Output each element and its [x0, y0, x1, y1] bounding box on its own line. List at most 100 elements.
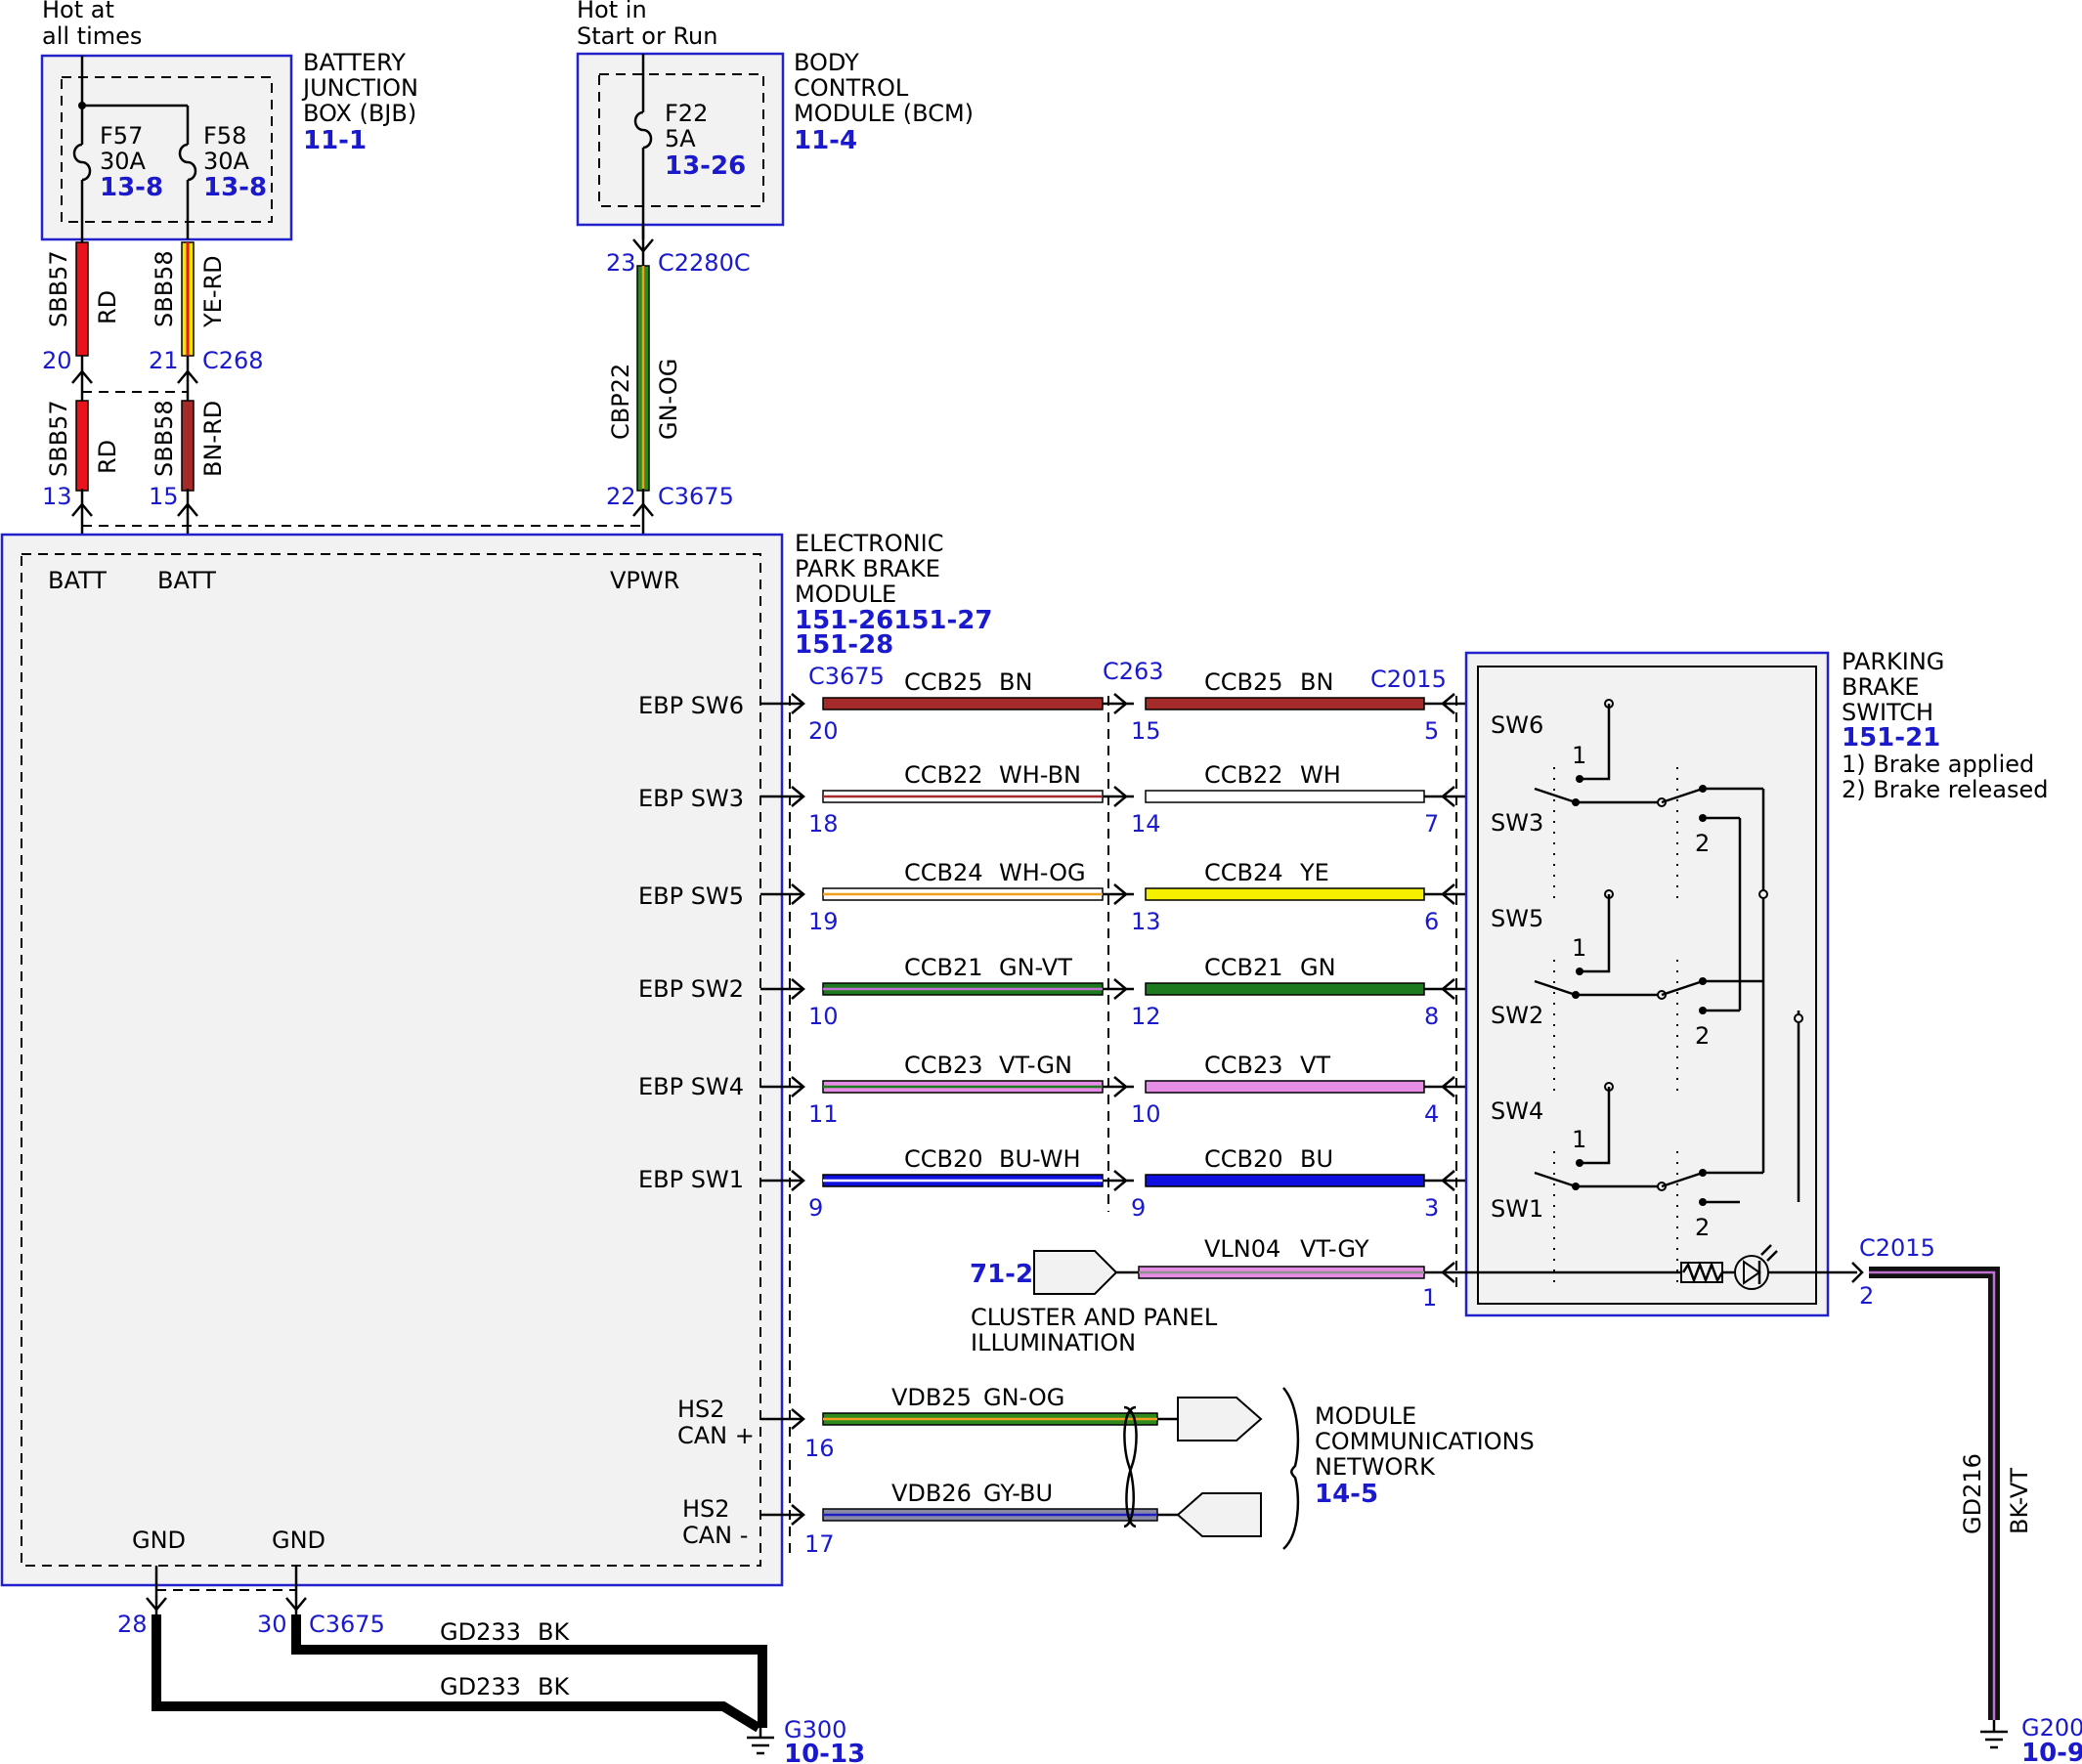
wire-sbb58-upper-circuit: SBB58	[151, 250, 178, 327]
module-pin15: 15	[149, 483, 179, 510]
pbs-ref[interactable]: 151-21	[1842, 723, 1940, 753]
pbs-pos2-label-0: 2	[1695, 830, 1710, 857]
c268-name[interactable]: C268	[202, 347, 264, 374]
can-pin17: 17	[804, 1530, 835, 1558]
fuse-f58-icon	[178, 143, 197, 182]
body-control-module: F22 5A 13-26 BODY CONTROL MODULE (BCM) 1…	[576, 49, 974, 239]
row-3-pin-c263: 12	[1131, 1003, 1161, 1030]
epbm-batt-2: BATT	[157, 567, 216, 594]
row-4-pin-module: 11	[808, 1100, 839, 1128]
epbm-ref-1[interactable]: 151-26151-27	[795, 606, 993, 635]
c3675-name-top[interactable]: C3675	[658, 483, 734, 510]
switch-node	[1794, 1013, 1803, 1023]
row-2-pin-arrow-right	[1441, 883, 1455, 905]
illum-connector-icon	[1033, 1250, 1118, 1295]
pbs-blade-right-1	[1661, 979, 1704, 997]
hot-in-start-run-label-2: Start or Run	[577, 22, 717, 50]
row-2-pin-arrow-mid	[1113, 883, 1128, 905]
row-2-pin-c263: 13	[1131, 908, 1161, 935]
connector-c2015-label[interactable]: C2015	[1370, 666, 1447, 693]
bjb-dashed-outline	[61, 76, 273, 223]
row-1-pin-c2015: 7	[1424, 810, 1439, 838]
connector-c3675-label[interactable]: C3675	[808, 663, 885, 690]
fuse-f58-rating: 30A	[203, 148, 250, 175]
epbm-can-lo-2: CAN -	[682, 1522, 748, 1549]
bjb-title-3: BOX (BJB)	[303, 100, 416, 127]
can-network-3: NETWORK	[1315, 1453, 1436, 1481]
fuse-f57-ref[interactable]: 13-8	[100, 173, 163, 202]
can-network: VDB25 GN-OG 16 VDB26 GY-BU 17 MODULE COM…	[760, 1384, 1535, 1558]
ground-g300-label[interactable]: G300	[784, 1716, 846, 1743]
wire-ccb24-right[interactable]	[1145, 887, 1425, 901]
row-5-pin-arrow-right	[1441, 1170, 1455, 1191]
wire-sbb58-lower-color: BN-RD	[199, 401, 227, 477]
bcm-ref[interactable]: 11-4	[794, 126, 857, 155]
wire-ccb25-left[interactable]	[822, 697, 1104, 710]
pbs-pos1-link-2	[1580, 1087, 1611, 1165]
row-4-left-color: VT-GN	[999, 1052, 1072, 1079]
epbm-ground-connector[interactable]: C3675	[309, 1611, 385, 1638]
row-5-left-color: BU-WH	[999, 1145, 1081, 1173]
fuse-f22-icon	[633, 110, 653, 150]
pbs-title-2: BRAKE	[1842, 673, 1920, 701]
wire-sbb57-lower[interactable]	[75, 400, 89, 492]
hot-at-all-times-label-2: all times	[42, 22, 142, 50]
wire-gd233-a[interactable]	[291, 1614, 767, 1728]
electronic-park-brake-module: BATT BATT VPWR ELECTRONIC PARK BRAKE MOD…	[0, 530, 993, 1587]
epbm-vpwr: VPWR	[610, 567, 679, 594]
row-3-left-circuit: CCB21	[904, 954, 983, 981]
row-5-pin-arrow-left	[791, 1170, 805, 1191]
epbm-gnd-1: GND	[132, 1527, 186, 1554]
illum-ref[interactable]: 71-2	[970, 1260, 1033, 1289]
can-network-ref[interactable]: 14-5	[1315, 1480, 1378, 1509]
row-4-right-color: VT	[1300, 1052, 1330, 1079]
pbs-ground-connector[interactable]: C2015	[1859, 1234, 1935, 1262]
fuse-f22-ref[interactable]: 13-26	[665, 151, 746, 181]
fuse-f58-ref[interactable]: 13-8	[203, 173, 267, 202]
row-0-left-circuit: CCB25	[904, 668, 983, 696]
pbs-title-1: PARKING	[1842, 648, 1944, 675]
row-0-right-color: BN	[1300, 668, 1333, 696]
illum-pin: 1	[1422, 1284, 1437, 1312]
row-2-pin-module: 19	[808, 908, 839, 935]
epbm-ref-2[interactable]: 151-28	[795, 630, 893, 660]
wire-ccb25-right[interactable]	[1145, 697, 1425, 710]
row-4-pin-arrow-right	[1441, 1076, 1455, 1097]
pbs-ground-pin: 2	[1859, 1282, 1874, 1310]
illum-label-2: ILLUMINATION	[971, 1329, 1136, 1356]
pbs-pos1-label-1: 1	[1572, 934, 1586, 962]
fuse-f57-rating: 30A	[100, 148, 147, 175]
network-brace	[1282, 1387, 1300, 1550]
row-0-pin-arrow-mid	[1113, 693, 1128, 714]
wire-sbb57-upper[interactable]	[75, 241, 89, 357]
epbm-ground-pin28: 28	[117, 1611, 148, 1638]
pbs-blade-right-0	[1661, 787, 1704, 804]
bjb-ref[interactable]: 11-1	[303, 126, 367, 155]
wire-ccb22-right[interactable]	[1145, 790, 1425, 803]
wire-ccb21-right[interactable]	[1145, 982, 1425, 996]
switch-node	[1758, 889, 1768, 899]
row-5-pin-c2015: 3	[1424, 1194, 1439, 1222]
wire-gd233-b[interactable]	[152, 1614, 761, 1733]
row-1-right-circuit: CCB22	[1204, 761, 1283, 789]
wire-ccb20-right[interactable]	[1145, 1174, 1425, 1187]
ground-g200-label[interactable]: G200	[2021, 1714, 2082, 1742]
wire-gd233-b-circuit: GD233	[440, 1673, 521, 1700]
row-2-pin-c2015: 6	[1424, 908, 1439, 935]
row-1-pin-arrow-mid	[1113, 786, 1128, 807]
switch-contact	[1576, 1159, 1583, 1167]
connector-c263-label[interactable]: C263	[1103, 658, 1164, 685]
pbs-pos1-label-2: 1	[1572, 1126, 1586, 1153]
hot-in-start-run-label-1: Hot in	[577, 0, 647, 23]
ground-g200-ref[interactable]: 10-9	[2021, 1739, 2082, 1764]
wire-ccb23-right[interactable]	[1145, 1080, 1425, 1094]
switch-contact	[1576, 968, 1583, 975]
pbs-pos2-label-2: 2	[1695, 1214, 1710, 1241]
c3675-pin22: 22	[606, 483, 636, 510]
epbm-outline	[0, 533, 784, 1587]
ground-g300-ref[interactable]: 10-13	[784, 1740, 865, 1764]
pbs-sw3-label: SW3	[1491, 809, 1543, 837]
c2280c-name[interactable]: C2280C	[658, 249, 751, 277]
wire-sbb58-lower[interactable]	[181, 400, 195, 492]
